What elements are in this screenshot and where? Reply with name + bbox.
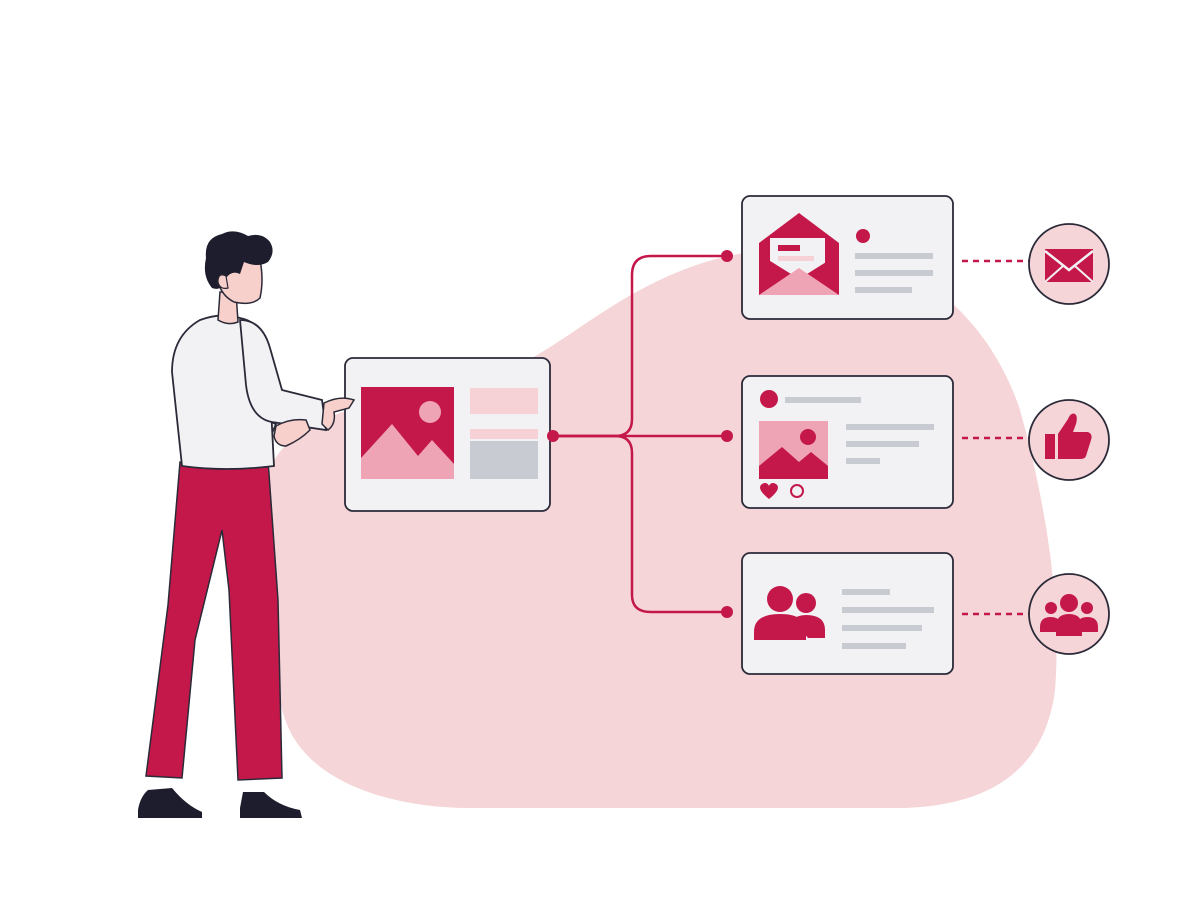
community-card — [721, 552, 954, 675]
post-header-line — [785, 397, 861, 403]
mountain-shape — [361, 424, 454, 479]
thumbs-up-icon — [1045, 413, 1092, 459]
front-hand — [321, 397, 356, 431]
back-hand — [273, 418, 311, 447]
ear — [217, 274, 229, 289]
source-output-dot — [547, 430, 559, 442]
email-line-2 — [855, 270, 933, 276]
heart-icon — [760, 482, 778, 499]
email-badge — [1028, 223, 1110, 305]
open-envelope-icon — [759, 213, 839, 295]
presenter-figure — [138, 231, 356, 818]
source-text-block-1 — [470, 388, 538, 414]
pants — [145, 459, 283, 781]
email-input-dot — [721, 250, 733, 262]
post-image-icon — [759, 421, 828, 479]
email-line-1 — [855, 253, 933, 259]
source-text-block-3 — [470, 441, 538, 479]
users-icon — [754, 586, 825, 640]
post-avatar-dot — [760, 390, 778, 408]
post-line-1 — [846, 424, 934, 430]
connector-to-community — [553, 434, 727, 614]
comment-icon — [790, 484, 804, 498]
sun-shape — [419, 401, 441, 423]
community-line-3 — [842, 625, 922, 631]
post-line-3 — [846, 458, 880, 464]
source-text-block-2 — [470, 429, 538, 439]
background-blob — [265, 248, 1057, 808]
group-icon — [1040, 594, 1098, 636]
right-shoe — [240, 792, 302, 818]
email-card — [721, 195, 954, 320]
group-badge — [1028, 573, 1110, 655]
community-line-2 — [842, 607, 934, 613]
social-post-card — [721, 375, 954, 509]
left-shoe — [138, 788, 202, 818]
envelope-icon — [1044, 249, 1094, 283]
email-line-3 — [855, 287, 912, 293]
email-status-dot — [856, 229, 870, 243]
connectors — [553, 254, 1030, 616]
source-content-card — [344, 357, 559, 512]
community-line-1 — [842, 589, 890, 595]
community-line-4 — [842, 643, 906, 649]
post-line-2 — [846, 441, 919, 447]
thumbs-up-badge — [1028, 399, 1110, 481]
post-input-dot — [721, 430, 733, 442]
community-card-frame — [741, 552, 954, 675]
community-input-dot — [721, 606, 733, 618]
